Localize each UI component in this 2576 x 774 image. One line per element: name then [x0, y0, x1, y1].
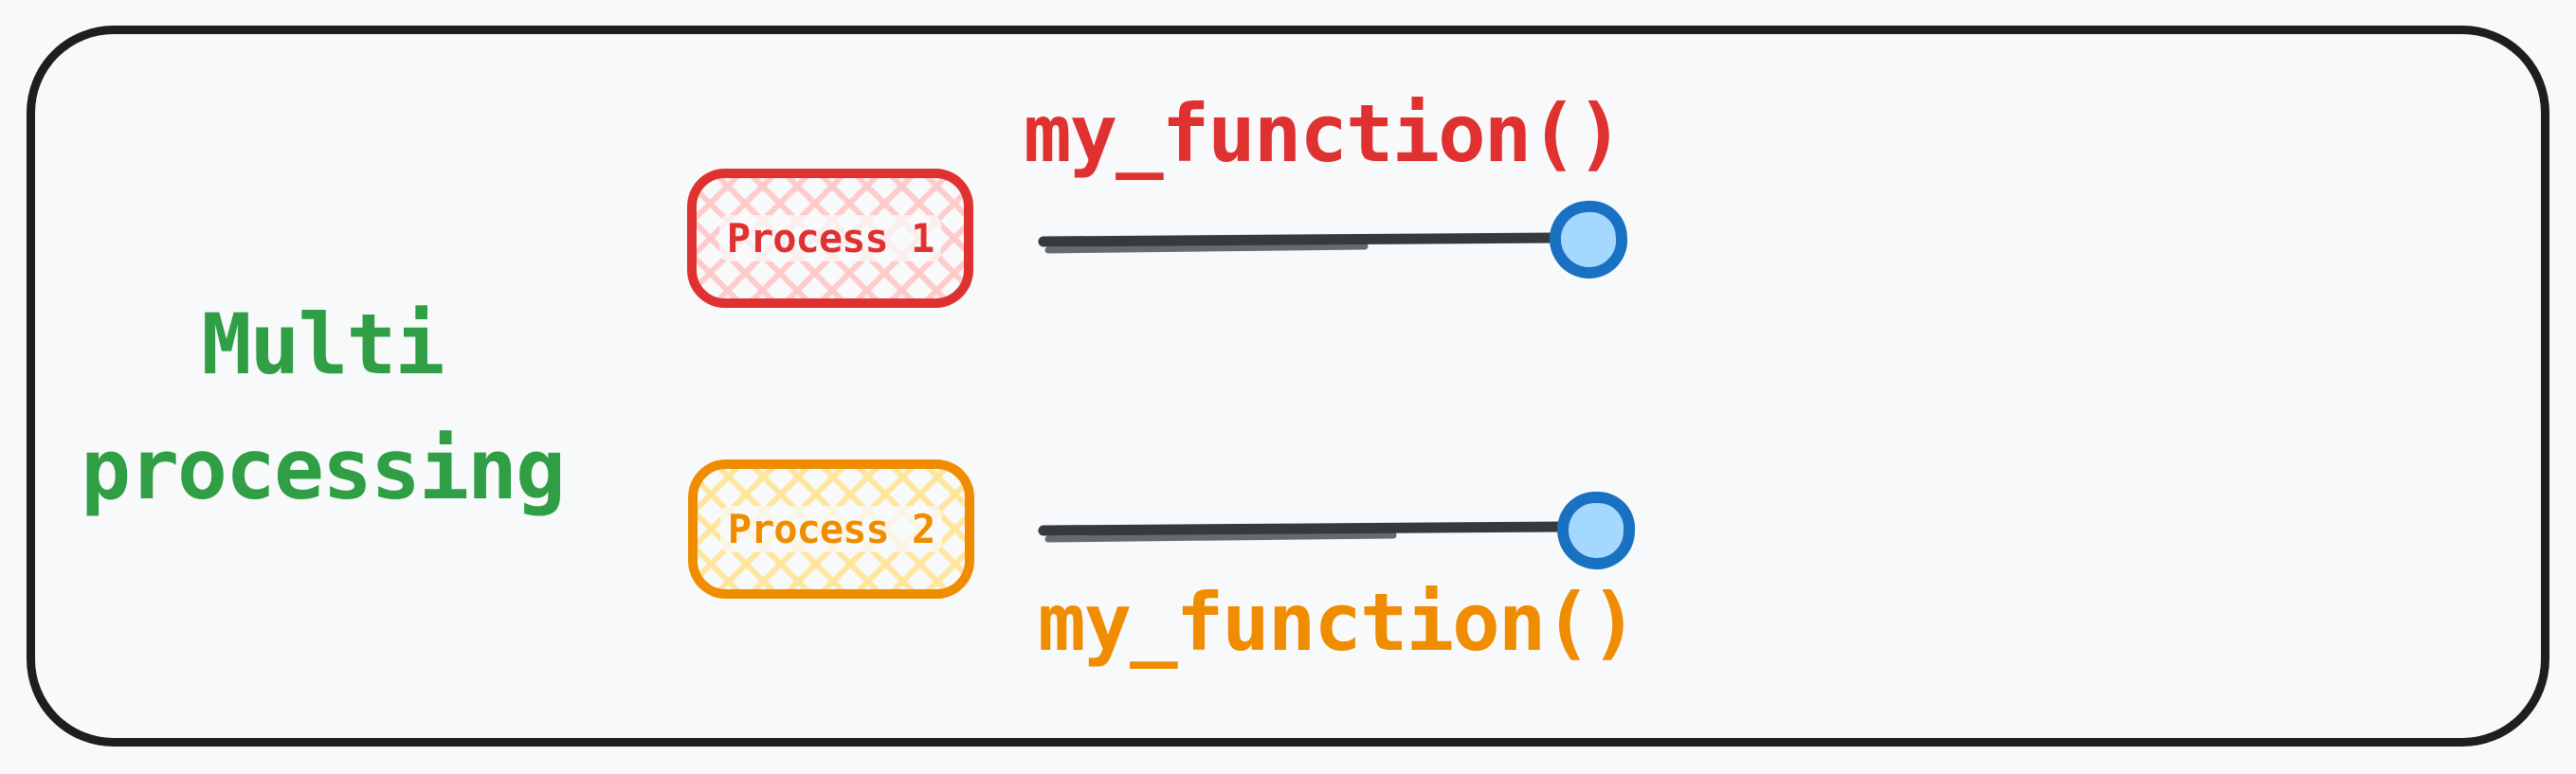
title-line-2: processing — [81, 421, 566, 518]
diagram-frame — [27, 26, 2549, 747]
process-1-box: Process 1 — [687, 169, 973, 308]
function-label-process-1: my_function() — [1024, 87, 1624, 180]
title-line-1: Multi — [201, 296, 445, 393]
function-label-process-2: my_function() — [1038, 576, 1638, 669]
process-2-box: Process 2 — [688, 459, 974, 599]
diagram-title: Multi processing — [38, 282, 607, 532]
process-2-label: Process 2 — [719, 506, 943, 552]
process-1-label: Process 1 — [718, 215, 942, 261]
